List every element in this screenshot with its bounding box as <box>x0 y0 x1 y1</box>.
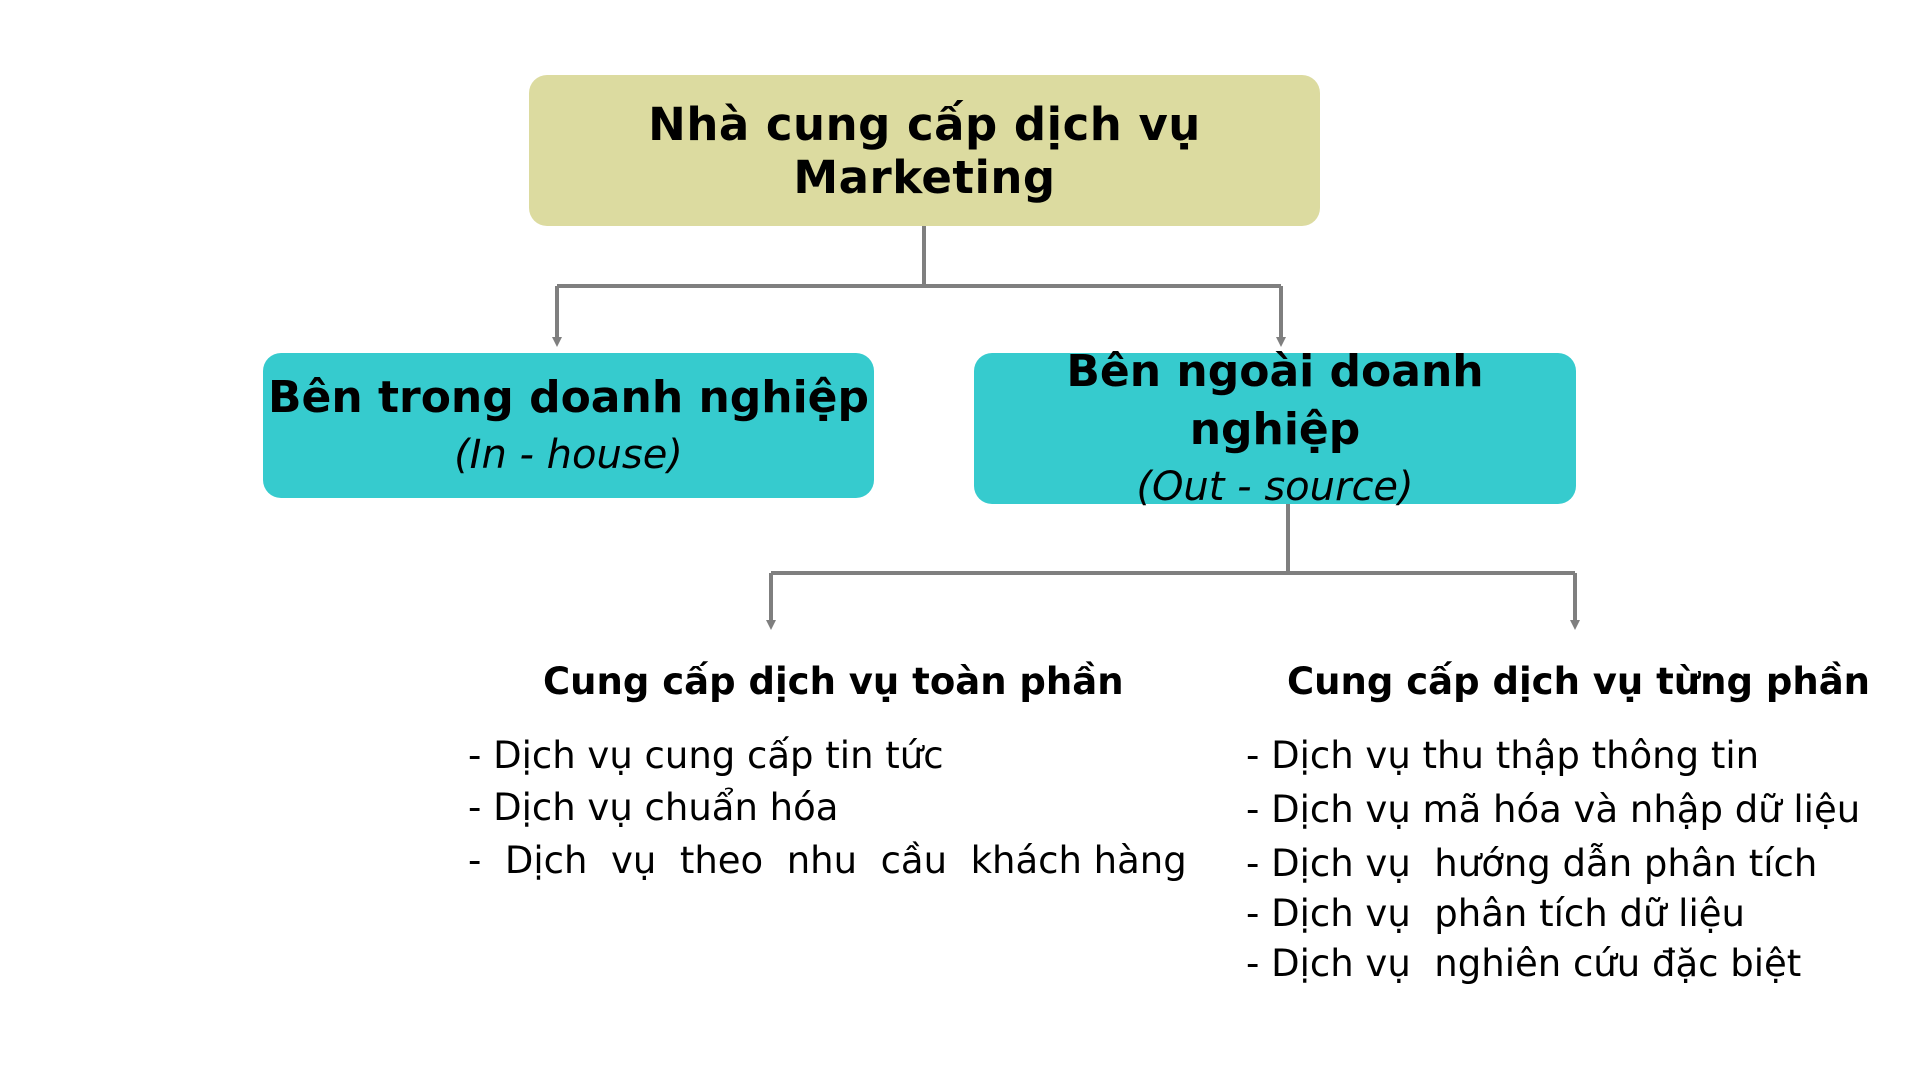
outsource-title: Bên ngoài doanh nghiệp <box>1066 345 1484 455</box>
list-item: - Dịch vụ cung cấp tin tức <box>468 734 944 777</box>
partial-service-heading: Cung cấp dịch vụ từng phần <box>1287 660 1871 703</box>
full-service-heading: Cung cấp dịch vụ toàn phần <box>543 660 1124 703</box>
root-title: Nhà cung cấp dịch vụ Marketing <box>648 97 1201 204</box>
inhouse-node: Bên trong doanh nghiệp (In - house) <box>263 353 874 498</box>
partial-service-list: - Dịch vụ thu thập thông tin - Dịch vụ m… <box>1246 730 1860 992</box>
list-item: - Dịch vụ thu thập thông tin <box>1246 734 1760 777</box>
inhouse-subtitle: (In - house) <box>454 431 683 478</box>
full-service-list: - Dịch vụ cung cấp tin tức - Dịch vụ chu… <box>468 730 1187 887</box>
list-item: - Dịch vụ hướng dẫn phân tích <box>1246 842 1818 885</box>
list-item: - Dịch vụ mã hóa và nhập dữ liệu <box>1246 788 1861 831</box>
inhouse-title: Bên trong doanh nghiệp <box>267 371 870 423</box>
root-node: Nhà cung cấp dịch vụ Marketing <box>529 75 1320 226</box>
list-item: - Dịch vụ phân tích dữ liệu <box>1246 892 1745 935</box>
outsource-subtitle: (Out - source) <box>1136 463 1414 510</box>
list-item: - Dịch vụ theo nhu cầu khách hàng <box>468 839 1187 882</box>
list-item: - Dịch vụ nghiên cứu đặc biệt <box>1246 942 1802 985</box>
list-item: - Dịch vụ chuẩn hóa <box>468 786 839 829</box>
outsource-node: Bên ngoài doanh nghiệp (Out - source) <box>974 346 1576 510</box>
